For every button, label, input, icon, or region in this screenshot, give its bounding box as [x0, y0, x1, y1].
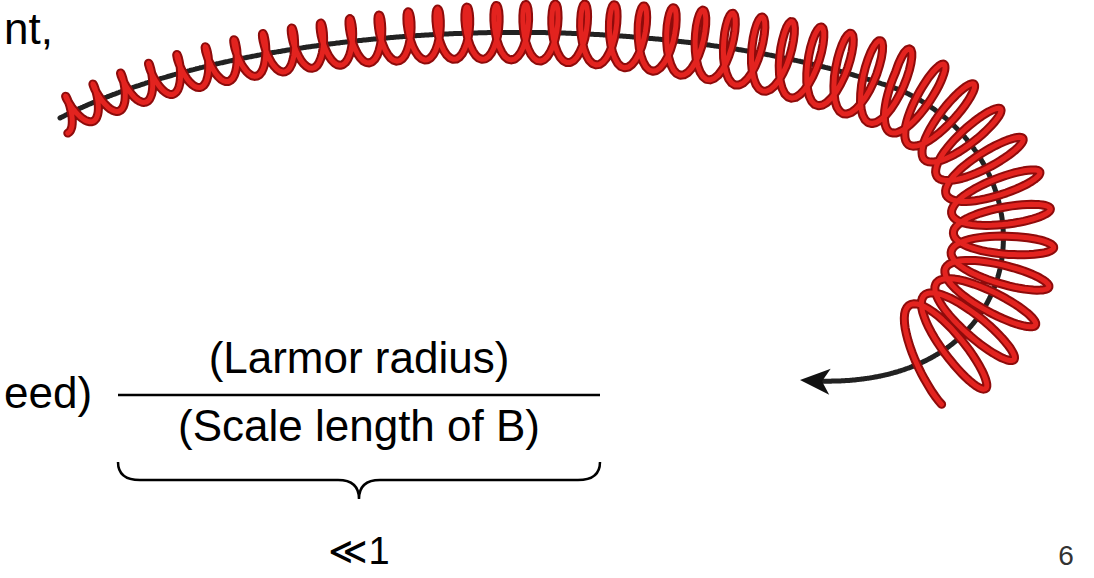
underbrace	[118, 462, 600, 499]
cut-off-text: eed)	[4, 368, 92, 419]
fraction-numerator: (Larmor radius)	[118, 333, 600, 384]
cut-off-text: nt,	[4, 4, 53, 55]
inequality: ≪1	[299, 530, 419, 574]
helix-outline	[66, 4, 1054, 404]
fraction-denominator: (Scale length of B)	[118, 401, 600, 452]
page-number: 6	[1044, 540, 1088, 572]
gyration-helix	[66, 4, 1054, 404]
fraction-bar	[118, 394, 600, 397]
arrow-head	[800, 369, 831, 395]
